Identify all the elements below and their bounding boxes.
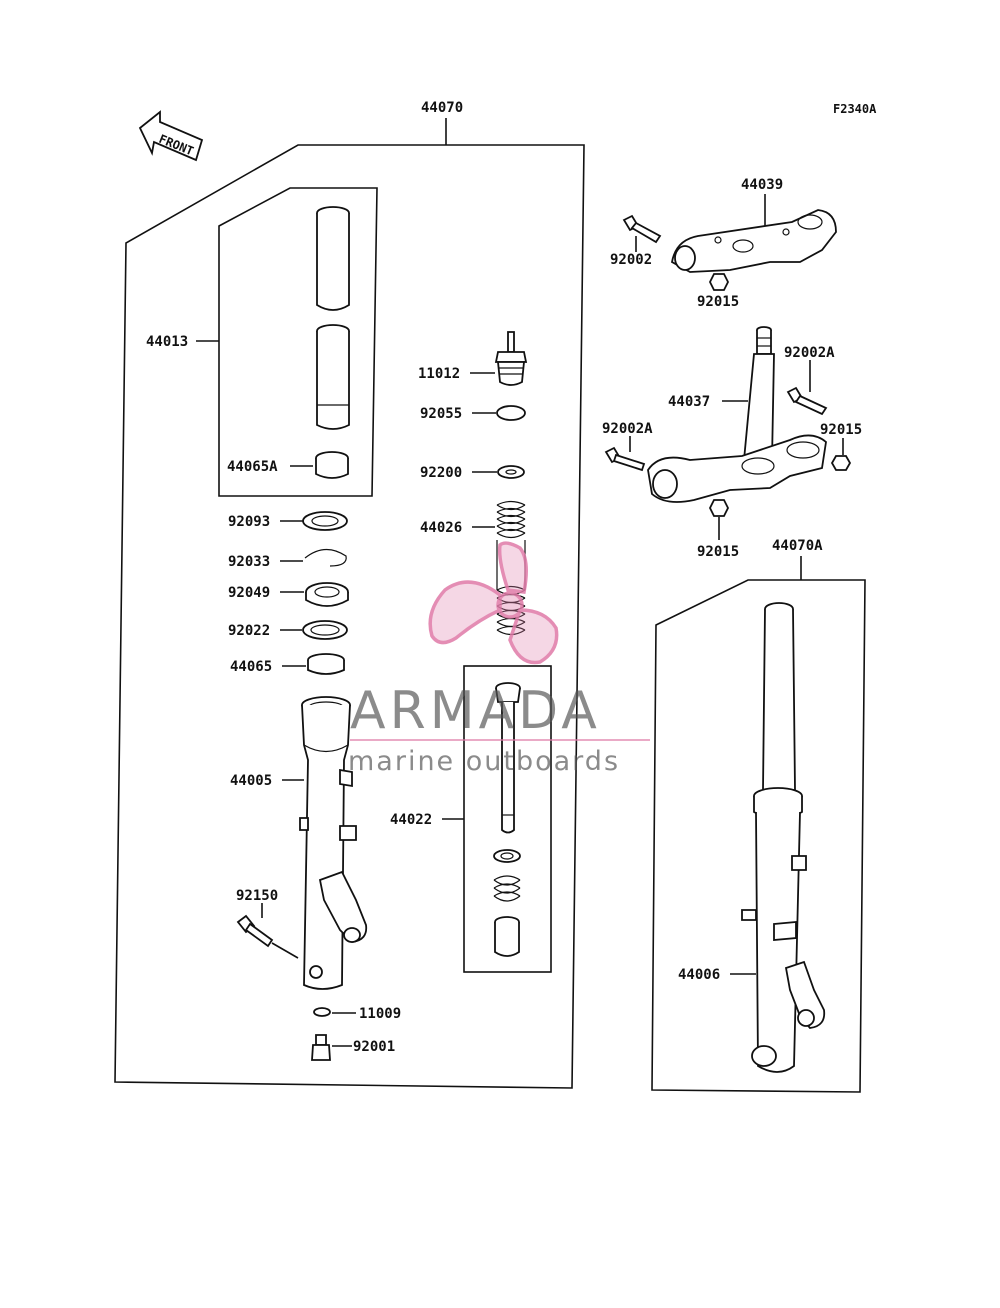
watermark-brand: ARMADA: [350, 681, 601, 741]
assembly-44070A-outline: 44070A: [651, 538, 866, 1093]
label-11009: 11009: [359, 1006, 401, 1022]
label-92002A-left: 92002A: [602, 421, 653, 437]
label-11012: 11012: [418, 366, 460, 382]
outer-fork-tube-44005: 44005: [230, 696, 368, 990]
label-92002: 92002: [610, 252, 652, 268]
nut-92015-bottom: 92015: [697, 499, 739, 560]
watermark-tagline: marine outboards: [348, 746, 620, 777]
label-44065A: 44065A: [227, 459, 278, 475]
armada-logo-watermark: ARMADA marine outboards: [348, 541, 650, 777]
label-92200: 92200: [420, 465, 462, 481]
front-arrow-icon: FRONT: [138, 110, 204, 162]
bolt-92001: 92001: [311, 1034, 395, 1061]
bolt-92150: 92150: [236, 888, 299, 959]
o-ring-92055: 92055: [420, 405, 526, 422]
steering-stem-44037: 44037: [647, 326, 827, 503]
label-92150: 92150: [236, 888, 278, 904]
label-44037: 44037: [668, 394, 710, 410]
label-92015-bottom: 92015: [697, 544, 739, 560]
nut-92015-top: 92015: [697, 273, 739, 310]
gasket-11009: 11009: [313, 1006, 401, 1022]
label-44022: 44022: [390, 812, 432, 828]
label-44026: 44026: [420, 520, 462, 536]
label-44065: 44065: [230, 659, 272, 675]
label-92022: 92022: [228, 623, 270, 639]
label-44006: 44006: [678, 967, 720, 983]
upper-bracket-44039: 44039: [670, 177, 837, 273]
damper-rod: [493, 682, 521, 957]
bolt-92002: 92002: [610, 214, 662, 268]
label-44070A: 44070A: [772, 538, 823, 554]
label-92001: 92001: [353, 1039, 395, 1055]
label-44039: 44039: [741, 177, 783, 193]
washer-92022: 92022: [228, 620, 348, 640]
label-44005: 44005: [230, 773, 272, 789]
bolt-92002A-left: 92002A: [602, 421, 653, 472]
label-92015-right: 92015: [820, 422, 862, 438]
washer-92200: 92200: [420, 465, 525, 481]
inner-fork-tube: [316, 206, 350, 430]
label-44013: 44013: [146, 334, 188, 350]
seal-92093: 92093: [228, 511, 348, 531]
label-92049: 92049: [228, 585, 270, 601]
label-44070: 44070: [421, 100, 463, 116]
label-92002A-right: 92002A: [784, 345, 835, 361]
subassembly-44013-outline: 44013: [146, 187, 378, 497]
circlip-92033: 92033: [228, 548, 347, 570]
propeller-logo-icon: [428, 541, 559, 665]
label-92093: 92093: [228, 514, 270, 530]
diagram-code: F2340A: [833, 102, 877, 116]
label-92055: 92055: [420, 406, 462, 422]
nut-92015-right: 92015: [820, 422, 862, 471]
oil-seal-92049: 92049: [228, 582, 349, 607]
label-92015-top: 92015: [697, 294, 739, 310]
bushing-44065: 44065: [230, 653, 345, 675]
bushing-44065A: 44065A: [227, 451, 349, 479]
cap-bolt-11012: 11012: [418, 331, 528, 386]
label-92033: 92033: [228, 554, 270, 570]
bolt-92002A-right: 92002A: [784, 345, 835, 416]
fork-assembly-44006: 44006: [678, 602, 826, 1073]
subassembly-44022-outline: 44022: [390, 665, 552, 973]
assembly-44070-outline: 44070: [114, 100, 585, 1089]
